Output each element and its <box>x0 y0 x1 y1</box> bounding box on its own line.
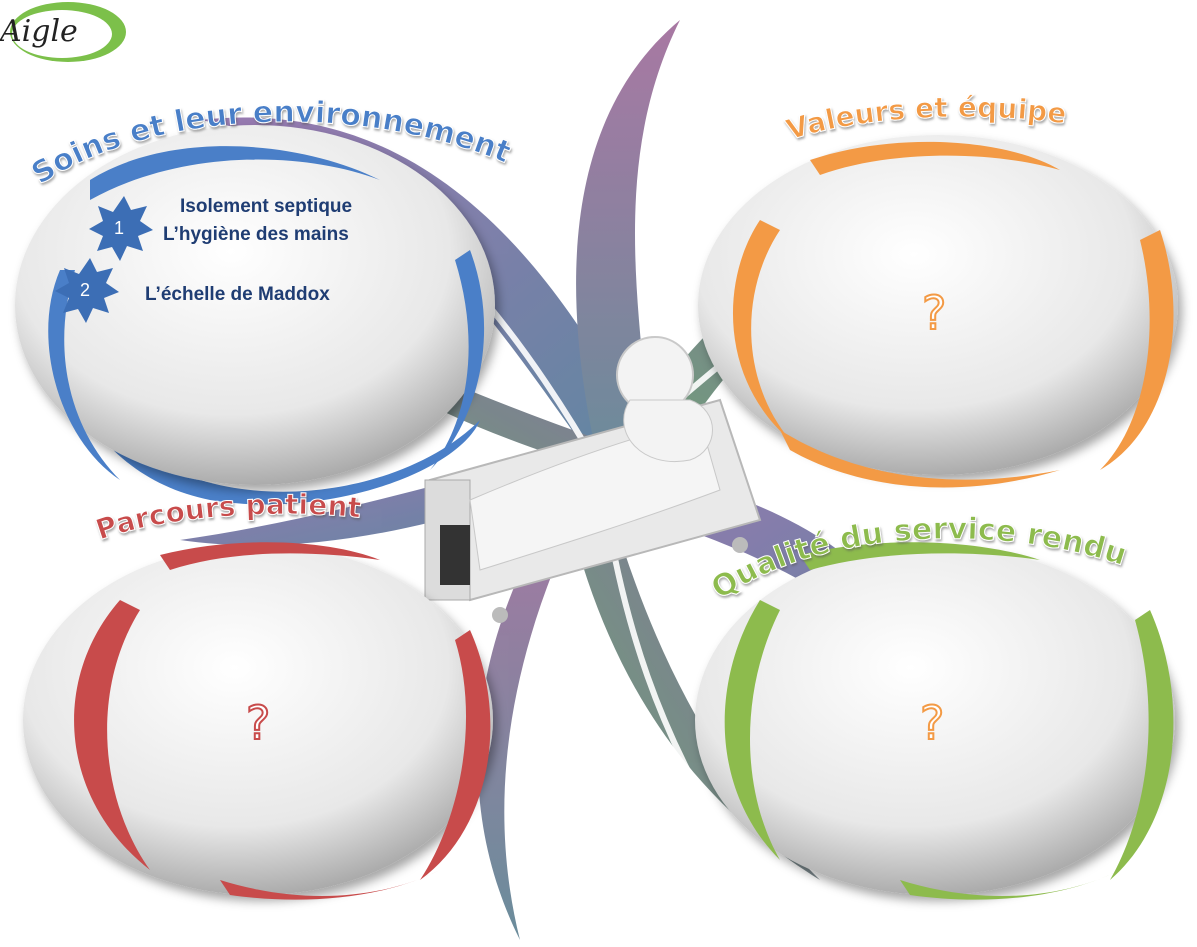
badge-2-icon <box>55 258 119 323</box>
bubble-valeurs <box>698 135 1178 488</box>
logo-swoosh-icon <box>10 2 126 62</box>
logo-text: Aigle <box>0 14 78 49</box>
item-1-line-1: Isolement septique <box>180 196 353 217</box>
badge-2-number: 2 <box>80 280 91 300</box>
bubble-parcours <box>23 542 493 900</box>
placeholder-parcours: ? <box>245 696 271 750</box>
badge-1-number: 1 <box>114 218 125 238</box>
item-2-text: L’échelle de Maddox <box>145 284 330 305</box>
title-soins: Soins et leur environnement <box>26 95 516 192</box>
title-valeurs: Valeurs et équipe <box>782 91 1068 147</box>
logo: Aigle <box>0 0 130 70</box>
placeholder-qualite: ? <box>919 696 945 750</box>
bubble-qualite <box>695 542 1175 900</box>
title-qualite: Qualité du service rendu <box>705 512 1131 607</box>
placeholder-valeurs: ? <box>921 286 947 340</box>
item-1-line-2: L’hygiène des mains <box>163 224 349 245</box>
badge-1-icon <box>89 196 153 261</box>
title-parcours: Parcours patient <box>92 488 363 547</box>
